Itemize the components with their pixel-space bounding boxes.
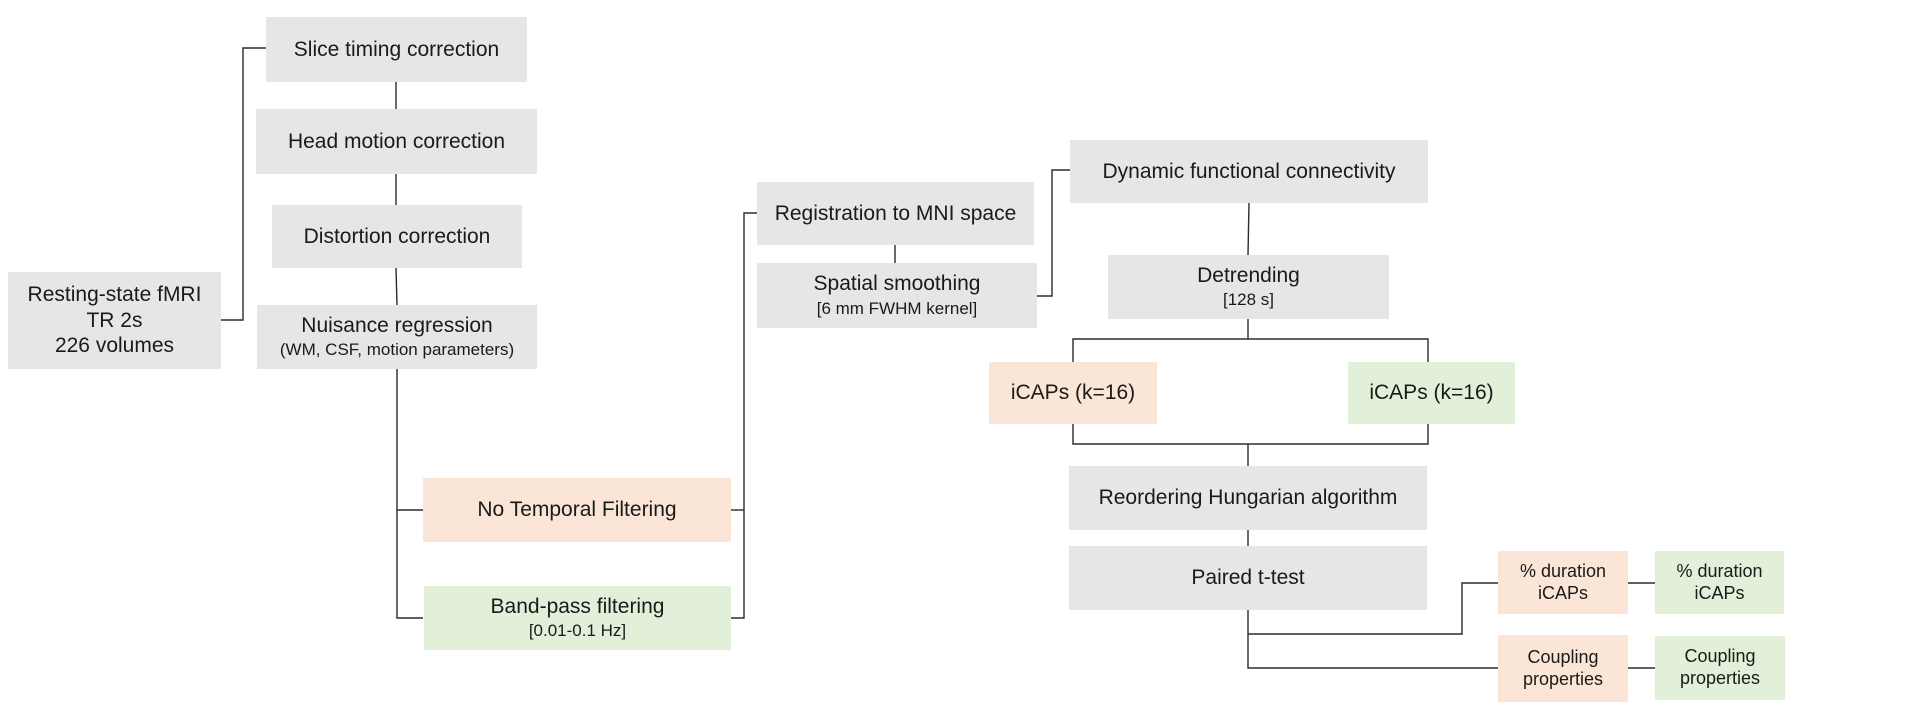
node-coupling-band-pass: Coupling properties [1655, 636, 1785, 700]
connector-branches-registration [731, 212, 757, 619]
node-line-2: iCAPs [1537, 582, 1588, 603]
node-icaps-band-pass: iCAPs (k=16) [1348, 362, 1515, 424]
node-duration-icaps-no-filtering: % duration iCAPs [1498, 551, 1628, 614]
node-spatial-smoothing: Spatial smoothing [6 mm FWHM kernel] [757, 263, 1037, 328]
node-coupling-no-filtering: Coupling properties [1498, 635, 1628, 702]
node-line-2: properties [1679, 668, 1761, 688]
connector-input-bracket [221, 47, 266, 321]
input-node-resting-state: Resting-state fMRI TR 2s 226 volumes [8, 272, 221, 369]
connector-ttest-duration [1248, 582, 1498, 635]
node-line-1: % duration [1519, 560, 1607, 581]
node-slice-timing-correction: Slice timing correction [266, 17, 527, 82]
node-band-pass-filtering: Band-pass filtering [0.01-0.1 Hz] [424, 586, 731, 650]
connector-distortion-nuisance [395, 267, 398, 306]
node-registration-mni: Registration to MNI space [757, 182, 1034, 245]
connector-dfc-detrending [1247, 202, 1250, 256]
connector-fork [1072, 338, 1429, 362]
node-subtitle: (WM, CSF, motion parameters) [279, 340, 515, 360]
connector-smoothing-dfc [1037, 169, 1070, 297]
input-line-1: Resting-state fMRI [27, 283, 202, 307]
node-line-1: Coupling [1684, 646, 1756, 667]
connector-join [1072, 424, 1429, 445]
node-icaps-no-filtering: iCAPs (k=16) [989, 362, 1157, 424]
node-title: Paired t-test [1191, 566, 1305, 590]
node-detrending: Detrending [128 s] [1108, 255, 1389, 319]
node-subtitle: [128 s] [1222, 290, 1275, 310]
node-title: Slice timing correction [293, 37, 500, 61]
node-line-2: properties [1522, 668, 1604, 689]
node-title: Registration to MNI space [774, 201, 1017, 225]
connector-nuisance-branches [396, 369, 423, 619]
node-title: No Temporal Filtering [477, 498, 677, 522]
node-title: Nuisance regression [301, 313, 493, 337]
node-title: Head motion correction [287, 129, 506, 153]
node-title: Detrending [1197, 263, 1300, 287]
node-no-temporal-filtering: No Temporal Filtering [423, 478, 731, 542]
node-paired-t-test: Paired t-test [1069, 546, 1427, 610]
node-dynamic-functional-connectivity: Dynamic functional connectivity [1070, 140, 1428, 203]
node-title: Band-pass filtering [490, 594, 665, 618]
node-title: iCAPs (k=16) [1369, 381, 1494, 405]
node-subtitle: [0.01-0.1 Hz] [528, 621, 627, 641]
node-subtitle: [6 mm FWHM kernel] [816, 298, 978, 318]
node-title: Spatial smoothing [813, 272, 981, 296]
node-line-1: Coupling [1527, 646, 1599, 667]
node-reordering-hungarian: Reordering Hungarian algorithm [1069, 466, 1427, 530]
node-nuisance-regression: Nuisance regression (WM, CSF, motion par… [257, 305, 537, 369]
node-title: Dynamic functional connectivity [1102, 159, 1396, 183]
node-title: Reordering Hungarian algorithm [1098, 486, 1398, 510]
node-line-2: iCAPs [1694, 582, 1745, 603]
node-line-1: % duration [1676, 560, 1763, 581]
input-line-2: TR 2s [86, 308, 143, 332]
node-title: iCAPs (k=16) [1010, 381, 1136, 405]
node-title: Distortion correction [303, 224, 491, 248]
node-head-motion-correction: Head motion correction [256, 109, 537, 174]
input-line-3: 226 volumes [54, 334, 175, 358]
node-distortion-correction: Distortion correction [272, 205, 522, 268]
node-duration-icaps-band-pass: % duration iCAPs [1655, 551, 1784, 614]
connector-ttest-outputs [1247, 610, 1498, 669]
